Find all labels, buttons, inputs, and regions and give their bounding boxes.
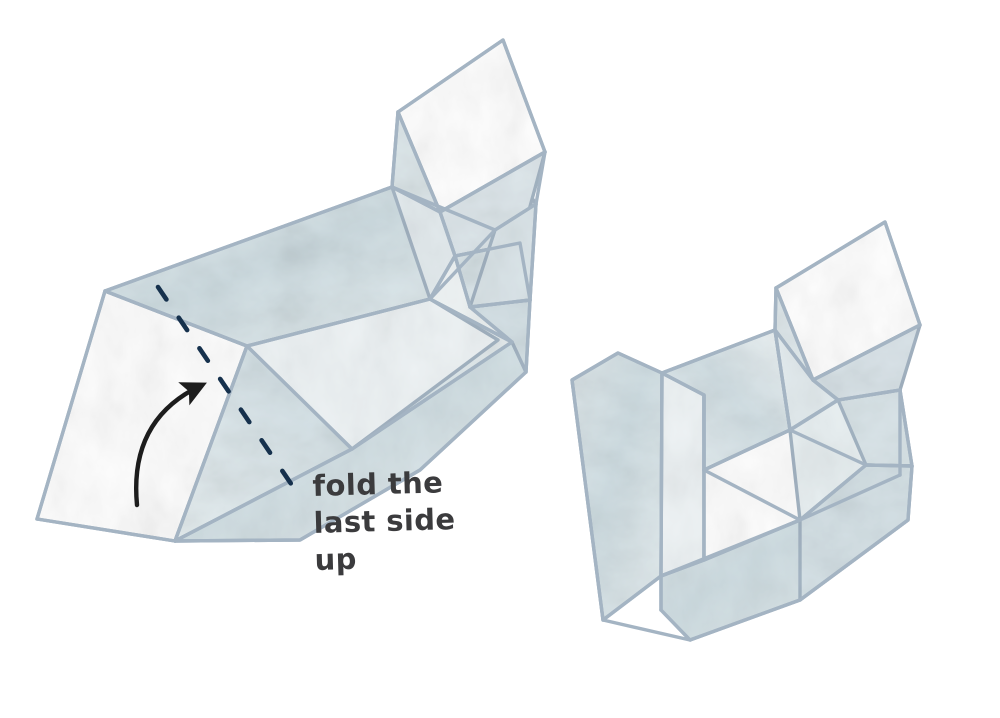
left-wall-inner	[659, 371, 706, 578]
fold-direction-arrow	[134, 382, 207, 508]
crease-lines	[35, 38, 547, 543]
figure-finished-box	[570, 220, 922, 642]
fold-line	[155, 284, 305, 503]
step-caption: fold the last side up	[312, 465, 456, 577]
crease-lines-right	[570, 220, 922, 642]
figure-partially-folded-box	[35, 38, 547, 543]
